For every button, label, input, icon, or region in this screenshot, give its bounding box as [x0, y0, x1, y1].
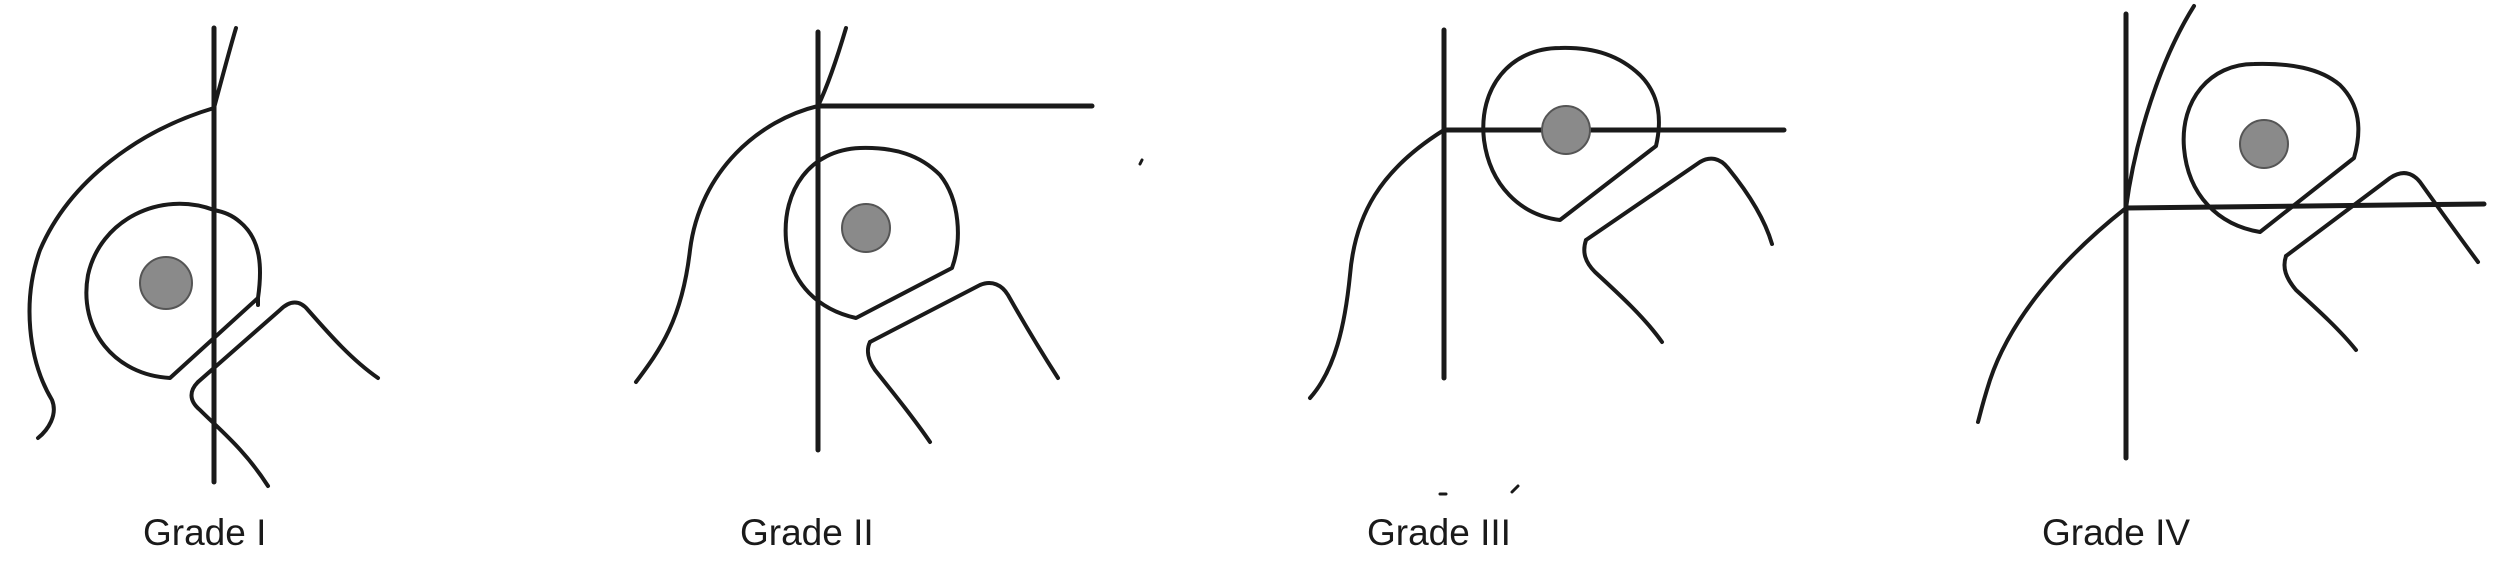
grade-3-label: Grade III: [1367, 512, 1511, 553]
femoral-neck-shaft: [189, 380, 270, 488]
grade-4-label: Grade IV: [2042, 512, 2191, 553]
grade-2-label: Grade II: [740, 512, 874, 553]
panel-grade-2: [634, 26, 1144, 453]
femoral-shaft-outline: [196, 300, 380, 384]
femoral-neck-shaft: [2282, 254, 2358, 352]
grade-1-label: Grade I: [143, 512, 267, 553]
scan-artifact-mark: [1438, 484, 1520, 496]
femoral-head-center: [2239, 119, 2289, 169]
femoral-head-center: [841, 203, 891, 253]
femoral-shaft-outline: [2284, 171, 2480, 264]
acetabular-roof-outline: [27, 26, 238, 440]
femoral-head-outline: [2181, 61, 2361, 234]
femoral-head-center: [139, 256, 193, 310]
acetabular-roof-outline: [1976, 4, 2196, 424]
femoral-head-center: [1541, 105, 1591, 155]
acetabular-roof-outline: [634, 26, 848, 384]
femoral-neck-shaft: [865, 340, 932, 444]
acetabular-roof-outline: [1308, 128, 1446, 400]
panel-grade-3: [1308, 27, 1787, 496]
panel-grade-1: [27, 25, 380, 488]
horizontal-reference-line: [2123, 201, 2487, 211]
femoral-shaft-outline: [868, 281, 1060, 380]
femoral-head-outline: [783, 145, 960, 320]
femoral-shaft-outline: [1584, 156, 1774, 246]
femoral-head-outline: [84, 201, 263, 380]
femoral-head-outline: [1481, 45, 1661, 222]
scan-artifact-mark: [1138, 158, 1144, 166]
femoral-neck-shaft: [1582, 238, 1664, 344]
panel-grade-4: [1976, 4, 2487, 461]
